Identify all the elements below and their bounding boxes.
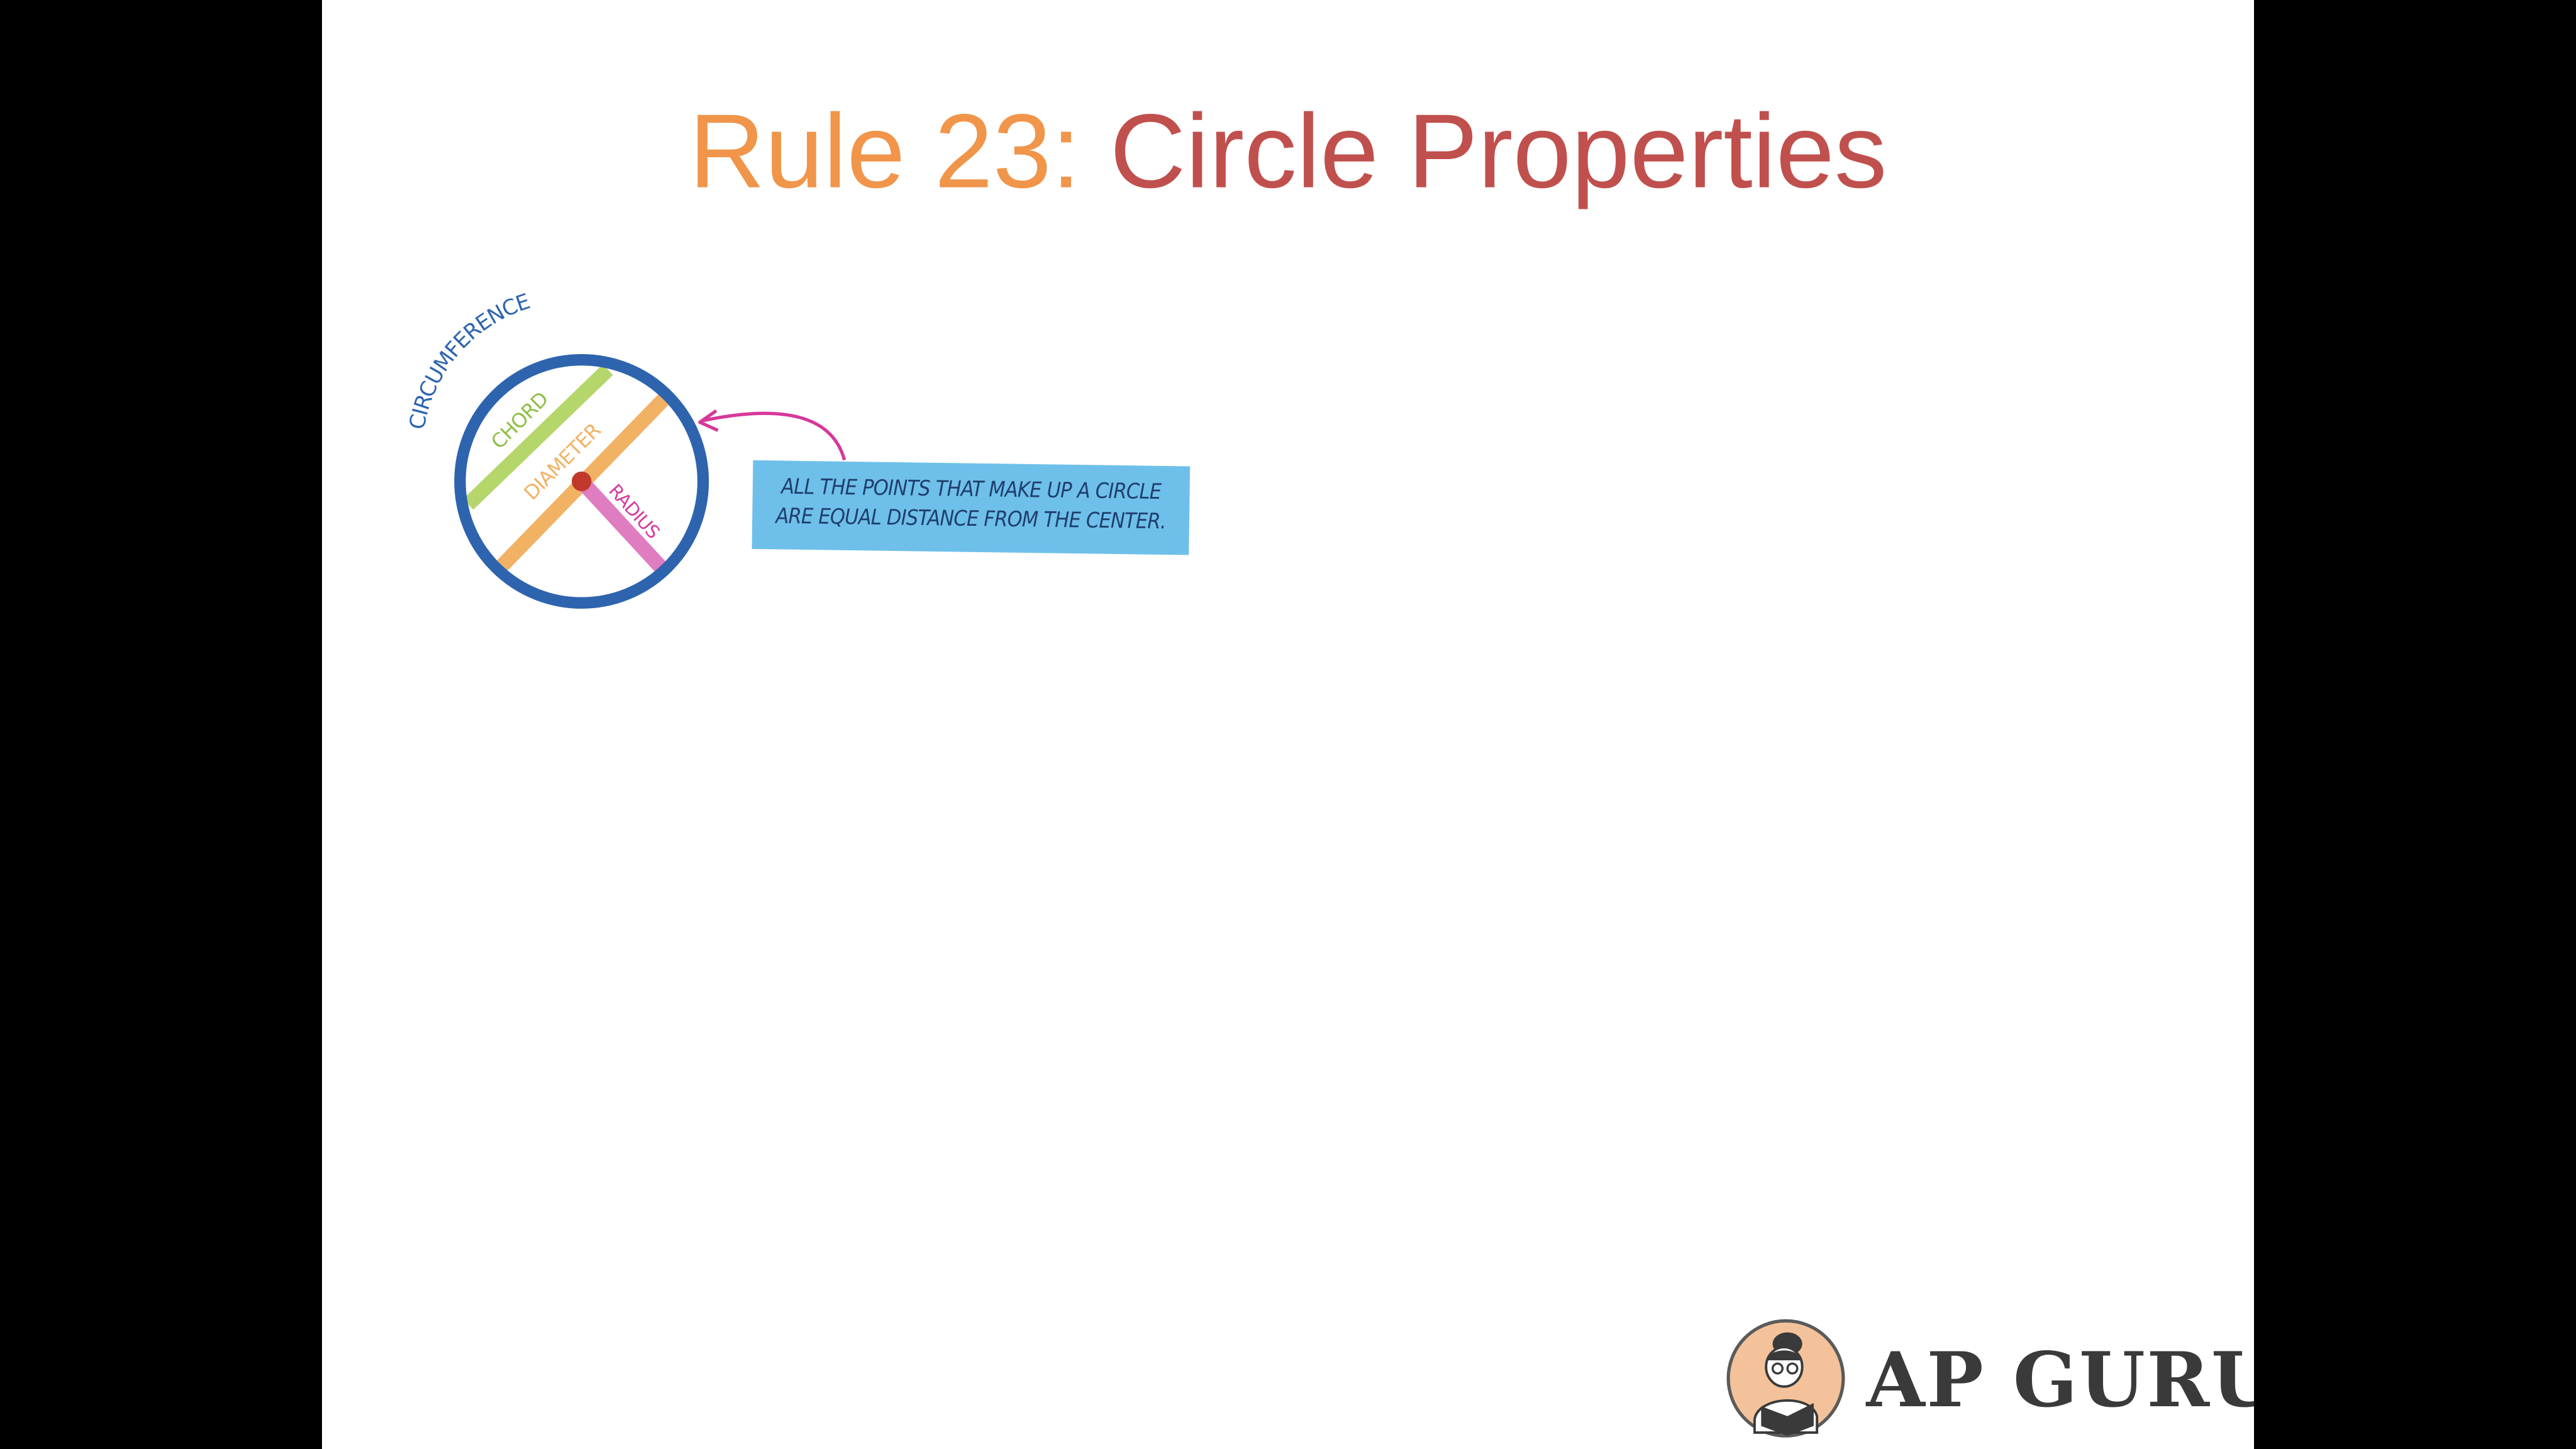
pointer-arrow	[702, 411, 847, 461]
chord-line	[463, 364, 613, 510]
circle-outline	[454, 353, 709, 609]
ap-guru-logo: AP GURU	[1725, 1314, 2254, 1449]
radius-line	[576, 476, 666, 572]
title-prefix: Rule 23:	[689, 92, 1081, 211]
reading-student-icon	[1726, 1319, 1845, 1438]
arrow-head-icon	[698, 409, 719, 432]
title-main: Circle Properties	[1109, 92, 1887, 211]
circle-diagram: CIRCUMFERENCE CHORD DIAMETER RADIUS	[404, 289, 847, 609]
slide-title: Rule 23: Circle Properties	[322, 86, 2254, 217]
note-line-2: ARE EQUAL DISTANCE FROM THE CENTER.	[775, 504, 1167, 535]
slide: Rule 23: Circle Properties CIRCUMFERENCE…	[322, 0, 2254, 1449]
logo-text: AP GURU	[1866, 1335, 2254, 1424]
center-point	[572, 471, 592, 492]
property-note: ALL THE POINTS THAT MAKE UP A CIRCLE ARE…	[752, 460, 1191, 555]
